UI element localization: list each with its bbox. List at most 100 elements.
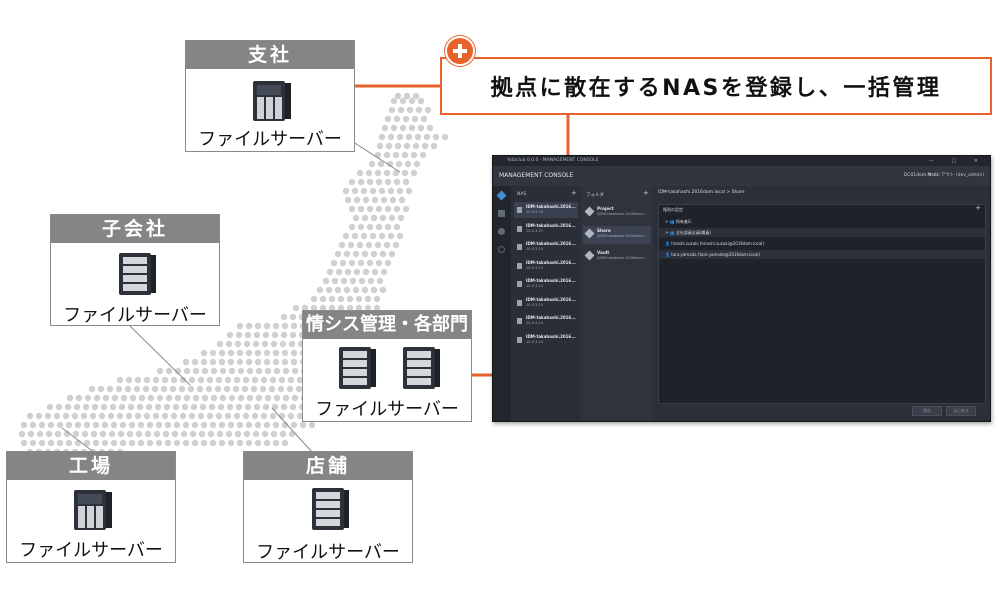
nas-ip: 10.0.3.20 xyxy=(526,210,544,214)
window-controls-icon[interactable]: — ▢ ✕ xyxy=(928,158,986,164)
rack-server-icon xyxy=(339,347,376,389)
location-title: 情シス管理・各部門 xyxy=(303,311,471,339)
nas-icon xyxy=(517,336,522,343)
server-label: ファイルサーバー xyxy=(19,540,163,561)
callout-box: 拠点に散在するNASを登録し、一括管理 xyxy=(440,57,992,115)
nas-icon xyxy=(517,244,522,250)
nas-list-item[interactable]: IDM-takahashi.2016...10.0.3.14 xyxy=(514,332,578,348)
nas-name: IDM-takahashi.2016... xyxy=(526,259,576,265)
location-it-department: 情シス管理・各部門 ファイルサーバー xyxy=(302,310,472,422)
nas-name: IDM-takahashi.2016... xyxy=(526,278,576,283)
nas-ip: 10.0.3.10 xyxy=(526,247,544,251)
permission-row[interactable]: 👤 taro.yamada (taro.yamada@2016dom.local… xyxy=(659,250,985,259)
plus-icon xyxy=(445,36,475,66)
console-window-title: Yobiclub 0.0.0 - MANAGEMENT CONSOLE xyxy=(507,158,599,163)
nas-list-item[interactable]: IDM-takahashi.2016...10.0.3.13 xyxy=(514,313,578,329)
nas-icon xyxy=(517,318,522,324)
folder-path: \\IDM-takahashi.2016dom.l... xyxy=(597,234,648,238)
connector-store xyxy=(271,407,313,453)
folder-list-item[interactable]: Share\\IDM-takahashi.2016dom.l... xyxy=(583,226,651,244)
folder-list-panel: フォルダ + Project\\IDM-takahashi.2016dom.l.… xyxy=(581,186,653,421)
rack-server-icon xyxy=(312,488,349,530)
console-user-button[interactable]: サインアウト (dev_admin) xyxy=(927,173,984,178)
folder-list-item[interactable]: Vault\\IDM-takahashi.2016dom.l... xyxy=(583,248,651,266)
nas-ip: 10.0.3.12 xyxy=(526,284,544,288)
nas-icon xyxy=(517,281,522,287)
nas-ip: 10.0.3.14 xyxy=(526,339,544,344)
revert-button[interactable]: 元に戻す xyxy=(946,406,976,416)
share-folder-icon xyxy=(584,228,595,239)
nas-list-item[interactable]: IDM-takahashi.2016...10.0.3.12 xyxy=(514,276,578,292)
location-title: 子会社 xyxy=(51,215,219,243)
callout-text: 拠点に散在するNASを登録し、一括管理 xyxy=(490,76,942,101)
nas-name: IDM-takahashi.2016... xyxy=(526,241,576,246)
location-title: 工場 xyxy=(7,452,175,480)
nas-name: IDM-takahashi.2016... xyxy=(526,204,576,209)
server-label: ファイルサーバー xyxy=(315,399,459,420)
nas-list-item[interactable]: IDM-takahashi.2016...10.0.3.15 xyxy=(514,295,578,311)
console-host: DC01dom.local xyxy=(903,173,938,178)
location-branch: 支社 ファイルサーバー xyxy=(185,40,355,152)
folder-path: \\IDM-takahashi.2016dom.l... xyxy=(597,212,648,216)
folder-name: Vault xyxy=(597,250,610,255)
permission-box: 権限の設定 + > 👥 所有者G > 👥 全社部員全員(職員) 👤 hiroshi… xyxy=(658,204,986,404)
folder-name: Share xyxy=(597,228,611,233)
permission-row[interactable]: 👤 hiroshi.suzuki (hiroshi.suzuki@2016dom… xyxy=(665,241,764,246)
management-console-window: Yobiclub 0.0.0 - MANAGEMENT CONSOLE — ▢ … xyxy=(492,155,991,422)
nas-name: IDM-takahashi.2016... xyxy=(526,315,576,320)
location-subsidiary: 子会社 ファイルサーバー xyxy=(50,214,220,326)
add-nas-button[interactable]: + xyxy=(571,189,577,197)
nas-icon xyxy=(517,262,522,269)
nas-list-item[interactable]: IDM-takahashi.2016...10.0.3.11 xyxy=(514,258,578,274)
nas-list-item[interactable]: IDM-takahashi.2016...10.0.3.20 xyxy=(514,202,578,218)
tower-server-icon xyxy=(253,81,291,121)
location-factory: 工場 ファイルサーバー xyxy=(6,451,176,563)
nas-list-item[interactable]: IDM-takahashi.2016...10.0.3.21 xyxy=(514,221,578,237)
permission-row[interactable]: > 👥 全社部員全員(職員) xyxy=(659,228,985,237)
add-permission-button[interactable]: + xyxy=(975,204,981,212)
nas-icon xyxy=(517,207,522,213)
folder-path: \\IDM-takahashi.2016dom.l... xyxy=(597,256,648,260)
server-label: ファイルサーバー xyxy=(198,129,342,150)
user-icon[interactable] xyxy=(498,228,505,235)
permission-panel: IDM-takahashi.2016dom.local > Share 権限の設… xyxy=(654,186,990,421)
server-label: ファイルサーバー xyxy=(63,305,207,326)
rack-server-icon xyxy=(403,347,440,389)
location-title: 店舗 xyxy=(244,452,412,480)
logo-icon xyxy=(496,190,507,201)
console-icon-sidebar xyxy=(493,186,511,421)
search-icon[interactable] xyxy=(498,246,505,253)
save-button[interactable]: 保存 xyxy=(912,406,942,416)
connector-subsidiary xyxy=(129,325,191,386)
nas-icon xyxy=(517,225,522,232)
nas-ip: 10.0.3.11 xyxy=(526,265,544,270)
console-header: MANAGEMENT CONSOLE DC01dom.local サインアウト … xyxy=(493,166,990,186)
folder-list-item[interactable]: Project\\IDM-takahashi.2016dom.l... xyxy=(583,204,651,222)
tower-server-icon xyxy=(74,490,112,530)
console-titlebar: Yobiclub 0.0.0 - MANAGEMENT CONSOLE — ▢ … xyxy=(493,156,990,166)
location-title: 支社 xyxy=(186,41,354,69)
connector-factory xyxy=(61,427,96,454)
breadcrumb: IDM-takahashi.2016dom.local > Share xyxy=(658,190,745,195)
nas-ip: 10.0.3.13 xyxy=(526,321,544,325)
add-folder-button[interactable]: + xyxy=(643,189,649,197)
nas-ip: 10.0.3.15 xyxy=(526,302,544,307)
permission-row[interactable]: > 👥 所有者G xyxy=(665,219,691,224)
share-folder-icon xyxy=(584,206,595,217)
nas-name: IDM-takahashi.2016... xyxy=(526,333,576,339)
permission-title: 権限の設定 xyxy=(663,207,683,212)
nas-icon xyxy=(517,299,522,306)
connector-branch xyxy=(349,139,401,173)
share-folder-icon xyxy=(584,250,595,261)
console-app-title: MANAGEMENT CONSOLE xyxy=(499,172,574,179)
folder-name: Project xyxy=(597,206,614,211)
nas-ip: 10.0.3.21 xyxy=(526,228,544,233)
nas-list-item[interactable]: IDM-takahashi.2016...10.0.3.10 xyxy=(514,239,578,255)
nas-name: IDM-takahashi.2016... xyxy=(526,222,576,228)
server-label: ファイルサーバー xyxy=(256,542,400,563)
nas-name: IDM-takahashi.2016... xyxy=(526,296,576,302)
rack-server-icon xyxy=(119,253,156,295)
folder-column-title: フォルダ xyxy=(586,193,604,198)
folder-icon[interactable] xyxy=(498,210,505,217)
